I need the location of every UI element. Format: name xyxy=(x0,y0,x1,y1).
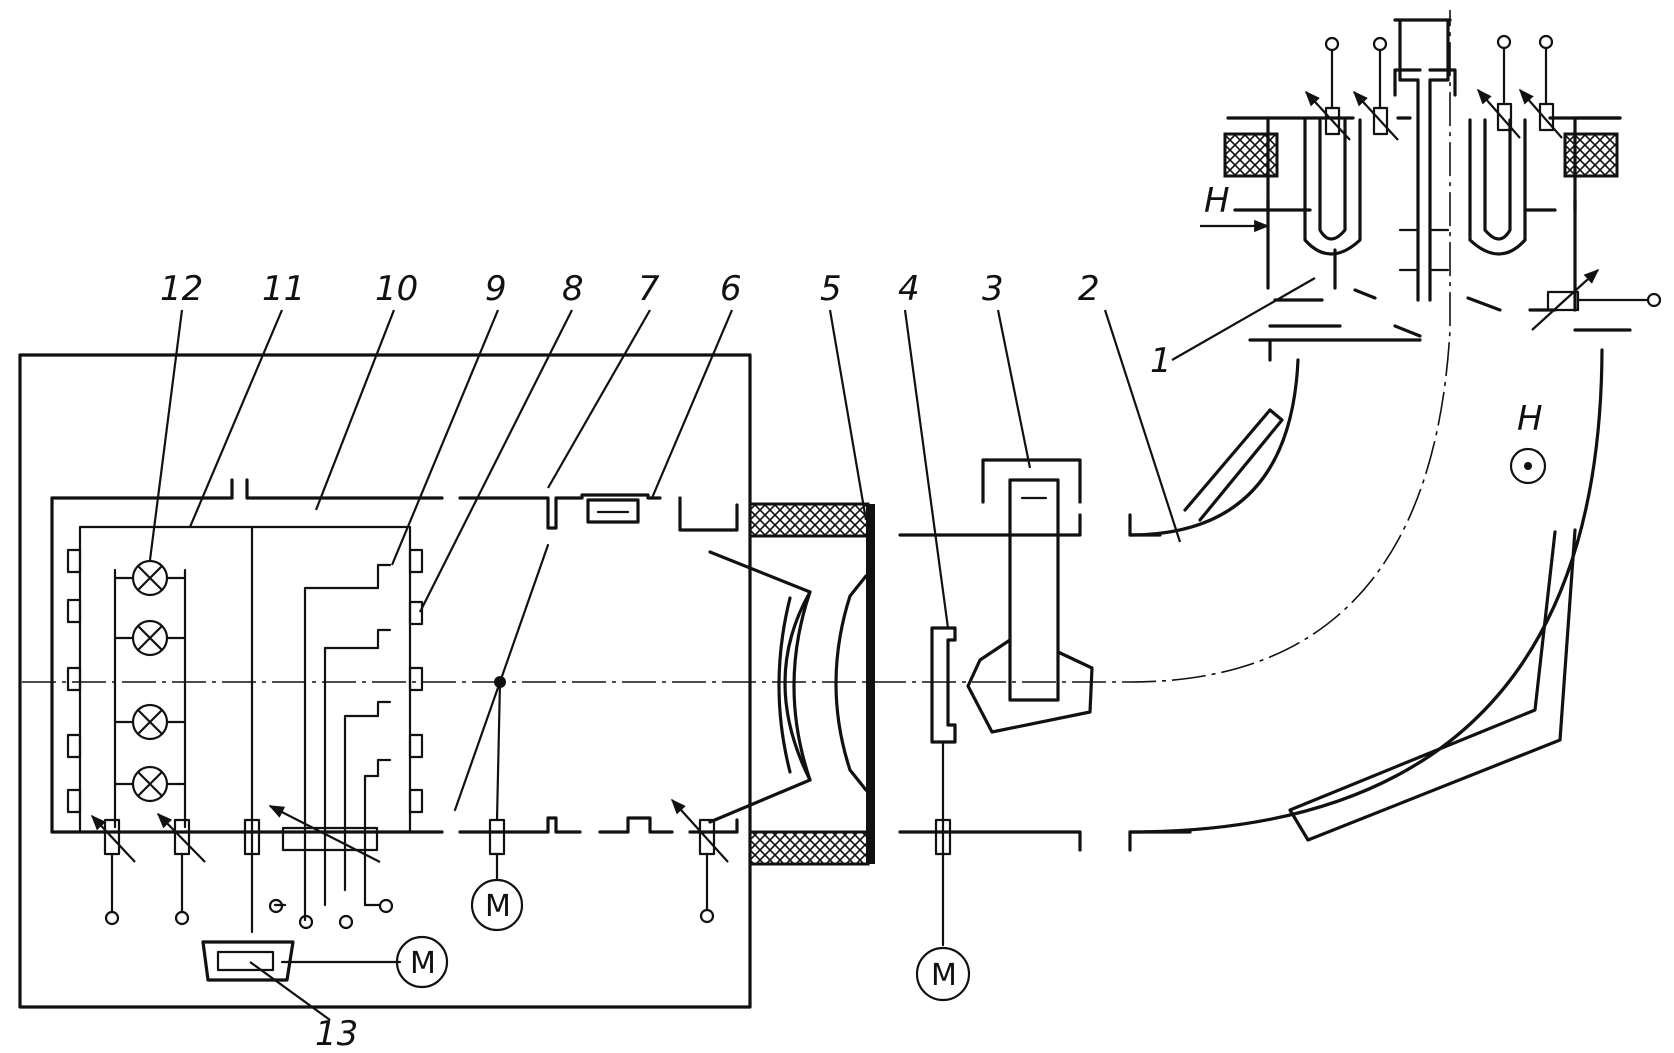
field-arrow-indicator: H xyxy=(1200,181,1270,233)
left-wall-clips xyxy=(66,548,82,814)
motor-4-label: M xyxy=(931,958,957,993)
meniscus-lens-outer xyxy=(708,550,812,824)
lamp-column xyxy=(113,559,187,829)
pole-piece-outer xyxy=(1288,528,1577,842)
beam-tube-upper xyxy=(898,513,1162,537)
callout-leaders xyxy=(148,277,1316,1021)
callout-3: 3 xyxy=(982,269,1004,309)
rotating-holder-arm xyxy=(453,680,502,822)
component-3 xyxy=(966,458,1094,734)
target-brackets xyxy=(303,563,392,907)
source-feedthroughs-left xyxy=(1304,36,1399,141)
callout-labels: 1 2 3 4 5 6 7 8 9 10 11 12 13 xyxy=(160,269,1172,1053)
rack-frame xyxy=(78,525,412,834)
lamp-3 xyxy=(113,703,187,741)
callout-11: 11 xyxy=(262,269,305,309)
drive-motor-label: M xyxy=(410,946,436,981)
gate-valve xyxy=(586,498,640,524)
lamp-2 xyxy=(113,619,187,657)
callout-2: 2 xyxy=(1078,269,1100,309)
stage-motor-label: M xyxy=(485,889,511,924)
field-arrow-label: H xyxy=(1204,181,1230,221)
callout-10: 10 xyxy=(375,269,418,309)
callout-9: 9 xyxy=(485,269,507,309)
outer-housing xyxy=(18,353,752,1009)
holder-arm-upper xyxy=(498,543,550,684)
field-dot-label: H xyxy=(1517,399,1543,439)
window-plate xyxy=(866,504,875,864)
lamp-1 xyxy=(113,559,187,597)
right-wall-clips xyxy=(408,548,424,814)
callout-12: 12 xyxy=(160,269,203,309)
ion-source: H xyxy=(1200,18,1662,362)
inner-chamber-top-wall xyxy=(50,478,739,532)
callout-1: 1 xyxy=(1150,341,1172,381)
callout-7: 7 xyxy=(638,269,660,309)
source-side-feedthrough xyxy=(1531,268,1662,331)
source-feedthroughs-right xyxy=(1476,34,1563,139)
component-4: M xyxy=(915,626,971,1002)
meniscus-lens-a xyxy=(792,590,812,782)
field-dot-indicator: H xyxy=(1509,399,1547,485)
callout-5: 5 xyxy=(820,269,842,309)
callout-4: 4 xyxy=(898,269,920,309)
flange-hatch-top xyxy=(748,502,870,538)
pole-piece-inner xyxy=(1183,408,1284,522)
stage-motor: M xyxy=(470,878,524,932)
bottom-feedthroughs xyxy=(90,798,729,930)
lamp-4 xyxy=(113,765,187,803)
inner-chamber-bottom-wall xyxy=(50,816,739,834)
callout-8: 8 xyxy=(562,269,584,309)
optical-axis xyxy=(22,10,1451,683)
meniscus-lens-b xyxy=(834,574,868,792)
flange-hatch-bottom xyxy=(748,830,870,866)
magnet-chamber-inner xyxy=(1128,358,1300,537)
magnet-chamber-outer xyxy=(1128,348,1604,834)
callout-6: 6 xyxy=(720,269,742,309)
gear-drive: M xyxy=(201,935,449,989)
callout-13: 13 xyxy=(315,1014,358,1053)
